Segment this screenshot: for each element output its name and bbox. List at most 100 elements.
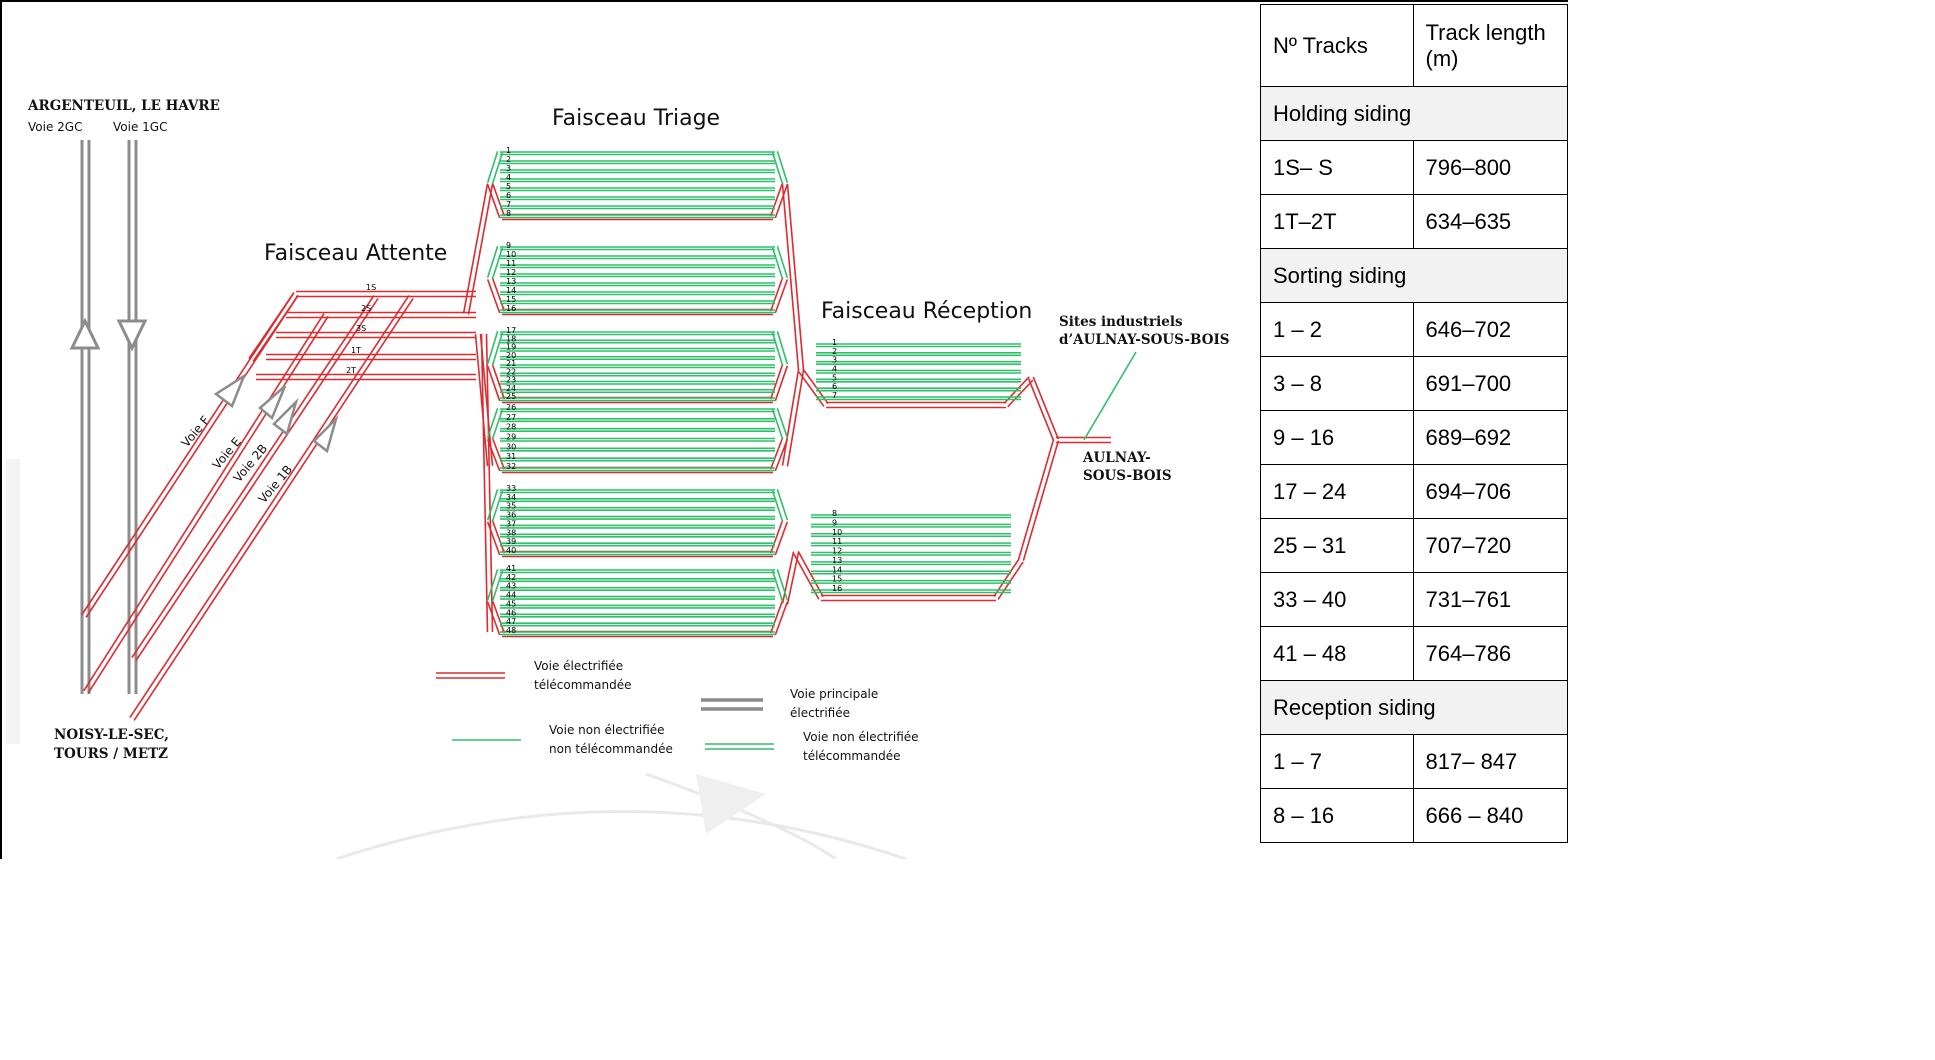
track-throat: [486, 246, 499, 278]
spine-right-top: [786, 183, 805, 370]
track-number: 11: [506, 259, 516, 268]
track-number: 20: [506, 351, 516, 360]
spine-right-mid: [786, 370, 805, 467]
aulnay-label-line1: AULNAY-: [1082, 450, 1151, 466]
legend-remote-line1: Voie non électrifiée: [803, 730, 919, 744]
main-lines: [80, 140, 138, 694]
ramp-voie-e: [87, 315, 329, 694]
track-length-table: Nº Tracks Track length (m) Holding sidin…: [1260, 4, 1569, 859]
track-range-cell: 1T–2T: [1260, 194, 1414, 249]
track-number: 1: [506, 146, 511, 155]
throat-electrified: [491, 277, 506, 312]
table-header-row: Nº Tracks Track length (m): [1260, 4, 1569, 87]
track-number: 35: [506, 502, 516, 511]
track-number: 6: [832, 382, 837, 391]
legend-non-electrified-line1: Voie non électrifiée: [549, 723, 665, 737]
track-number: 4: [832, 365, 837, 374]
throat-electrified: [491, 363, 506, 400]
throat-electrified: [491, 437, 506, 470]
spine-bottom: [485, 333, 494, 632]
throat-electrified: [491, 599, 506, 634]
track-range-cell: 1S– S: [1260, 140, 1414, 195]
track-number: 40: [506, 546, 516, 555]
track-number: 12: [832, 547, 842, 556]
track-range-cell: 9 – 16: [1260, 410, 1414, 465]
track-length-cell: 634–635: [1412, 194, 1569, 249]
rail-yard-diagram: Faisceau Triage Faisceau Attente Faiscea…: [6, 4, 1260, 859]
track-length-cell: 646–702: [1412, 302, 1569, 357]
north-destination: ARGENTEUIL, LE HAVRE: [27, 98, 220, 114]
track-length-cell: 666 – 840: [1412, 788, 1569, 843]
throat-electrified: [491, 182, 506, 217]
track-length-cell: 707–720: [1412, 518, 1569, 573]
ramp-voie-1b: [133, 297, 414, 721]
track-number: 10: [832, 528, 842, 537]
track-number: 25: [506, 392, 516, 401]
voie-2gc-label: Voie 2GC: [28, 120, 82, 134]
track-length-cell: 731–761: [1412, 572, 1569, 627]
track-throat: [491, 570, 504, 603]
track-number: 4: [506, 173, 511, 182]
track-throat: [776, 151, 789, 183]
ramp-voie-2b: [131, 295, 375, 659]
track-number: 48: [506, 626, 516, 635]
track-throat: [486, 568, 499, 601]
throat-electrified: [774, 601, 789, 636]
track-length-cell: 796–800: [1412, 140, 1569, 195]
track-throat: [776, 331, 789, 365]
track-throat: [491, 409, 504, 440]
track-throat: [771, 409, 784, 440]
holding-track-label: 3S: [356, 324, 366, 333]
track-number: 2: [832, 347, 837, 356]
section-label: Holding siding: [1260, 86, 1568, 141]
track-throat: [776, 488, 789, 521]
track-number: 13: [832, 556, 842, 565]
throat-electrified: [774, 279, 789, 314]
reception-exit-bottom: [1017, 439, 1055, 560]
track-number: 9: [832, 518, 837, 527]
ramp-voie-e: [83, 313, 325, 692]
throat-electrified: [774, 184, 789, 219]
track-throat: [491, 152, 504, 185]
legend-remote-swatch: [705, 743, 774, 750]
track-number: 14: [506, 286, 516, 295]
industrial-sites-line2: d’AULNAY-SOUS-BOIS: [1059, 332, 1230, 348]
legend-electrified-line1: Voie électrifiée: [534, 659, 623, 673]
aulnay-label-line2: SOUS-BOIS: [1083, 468, 1172, 484]
track-number: 19: [506, 343, 516, 352]
track-number: 36: [506, 511, 516, 520]
track-throat: [491, 332, 504, 366]
legend-non-electrified-line2: non télécommandée: [549, 742, 673, 756]
track-throat: [771, 570, 784, 603]
track-number: 32: [506, 462, 516, 471]
throat-electrified: [769, 363, 784, 400]
direction-arrow-down-icon: [116, 319, 148, 352]
track-number: 28: [506, 423, 516, 432]
track-range-cell: 41 – 48: [1260, 626, 1414, 681]
track-throat: [486, 488, 499, 521]
track-number: 10: [506, 250, 516, 259]
track-number: 29: [506, 433, 516, 442]
track-length-cell: 817– 847: [1412, 734, 1569, 789]
spine-top: [462, 183, 489, 314]
track-number: 41: [506, 564, 516, 573]
track-throat: [771, 332, 784, 366]
track-throat: [776, 246, 789, 278]
track-range-cell: 8 – 16: [1260, 788, 1414, 843]
track-throat: [776, 568, 789, 601]
track-number: 30: [506, 442, 516, 451]
table-section-row: Reception siding: [1260, 680, 1568, 735]
throat-electrified: [491, 519, 506, 554]
track-number: 31: [506, 452, 516, 461]
reception-throat: [798, 371, 825, 407]
track-throat: [486, 151, 499, 183]
track-number: 44: [506, 591, 516, 600]
reception-throat: [793, 553, 820, 600]
track-length-cell: 689–692: [1412, 410, 1569, 465]
throat-electrified: [486, 439, 501, 472]
